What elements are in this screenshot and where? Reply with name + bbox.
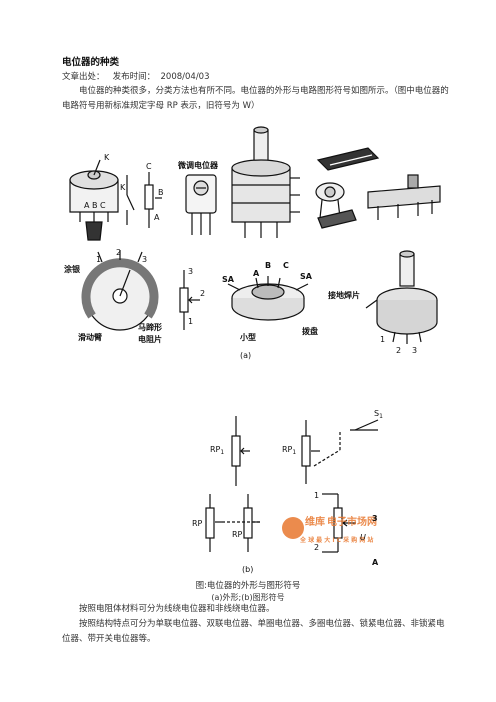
article-title: 电位器的种类 — [62, 57, 120, 68]
article-meta: 文章出处： 发布时间： 2008/04/03 — [62, 72, 210, 82]
symbol-rp1-left — [231, 416, 250, 486]
label-g3: 3 — [412, 346, 417, 355]
label-g1: 1 — [380, 335, 385, 344]
small-dial-pot — [227, 276, 309, 321]
watermark-subtext: 全 球 最 大 I C 采 购 网 站 — [299, 536, 373, 544]
label-horseshoe-2: 电阻片 — [138, 334, 162, 344]
label-g2: 2 — [396, 346, 401, 355]
label-dial: 拨盘 — [302, 326, 318, 336]
label-divider-1: 1 — [314, 491, 319, 500]
material-paragraph: 按照电阻体材料可分为线绕电位器和非线绕电位器。 — [79, 604, 275, 614]
multi-turn-pot — [367, 174, 441, 220]
label-silver-coating: 涂银 — [64, 264, 81, 274]
symbol-voltage-divider — [322, 493, 356, 553]
structure-paragraph: 按照结构特点可分为单联电位器、双联电位器、单圈电位器、多圈电位器、锁紧电位器、非… — [62, 619, 445, 644]
label-term-1: 1 — [96, 255, 101, 264]
label-term-3: 3 — [142, 255, 147, 264]
label-sa-b: B — [265, 261, 271, 270]
symbol-rp1-switch — [301, 419, 379, 484]
label-divider-3: 3 — [372, 514, 378, 523]
flat-trimmer — [315, 182, 357, 229]
label-c: C — [146, 162, 152, 171]
watermark: 维库 电子市场网 全 球 最 大 I C 采 购 网 站 — [282, 515, 377, 544]
label-divider-u: U — [360, 533, 366, 542]
label-a: A — [154, 213, 160, 222]
label-sa-left: SA — [222, 275, 235, 284]
label-b: B — [158, 188, 164, 197]
label-ground-lug: 接地焊片 — [328, 290, 360, 300]
watermark-brand: 维库 — [305, 515, 325, 528]
shaft-pot-with-ground-lug — [365, 250, 438, 344]
rotary-pot-with-switch — [69, 159, 119, 241]
label-rp-dual-right: RP — [232, 530, 243, 539]
label-divider-2: 2 — [314, 543, 319, 552]
label-small: 小型 — [239, 332, 256, 342]
label-horseshoe-1: 马蹄形 — [138, 322, 162, 332]
switch-pot-symbol — [126, 172, 162, 228]
multi-gang-pot — [231, 126, 300, 238]
label-k2: K — [120, 183, 126, 192]
slide-pot — [316, 147, 380, 171]
label-k1: K — [104, 153, 110, 162]
trimmer-pot — [185, 174, 217, 235]
label-sa-right: SA — [300, 272, 313, 281]
label-rp1-switch: RP1 — [282, 445, 296, 456]
label-rp-dual-left: RP — [192, 519, 203, 528]
watermark-text: 电子市场网 — [327, 515, 377, 528]
figure-caption: 图:电位器的外形与图形符号 — [195, 581, 301, 591]
intro-paragraph: 电位器的种类很多，分类方法也有所不同。电位器的外形与电路图形符号如图所示。（图中… — [62, 86, 449, 111]
label-sa-a: A — [253, 269, 260, 278]
label-rp1-left: RP1 — [210, 445, 224, 456]
label-slider-arm: 滑动臂 — [78, 332, 102, 342]
figure-subcaption: (a)外形;(b)图形符号 — [211, 593, 285, 602]
panel-a-label: (a) — [240, 351, 251, 360]
label-sa-c: C — [283, 261, 289, 270]
label-fine-tune-pot: 微调电位器 — [177, 160, 219, 170]
carbon-pot-cutaway — [81, 250, 159, 331]
label-s1: S1 — [374, 409, 383, 420]
label-sym-2: 2 — [200, 289, 205, 298]
pot-symbol-3-terminal — [179, 270, 200, 330]
label-sym-3: 3 — [188, 267, 193, 276]
panel-b-label: (b) — [242, 565, 253, 574]
label-abc: A B C — [84, 201, 106, 210]
label-term-2: 2 — [116, 248, 121, 257]
label-sym-1: 1 — [188, 317, 193, 326]
symbol-dual-rp — [205, 494, 260, 552]
label-divider-a: A — [372, 558, 379, 567]
